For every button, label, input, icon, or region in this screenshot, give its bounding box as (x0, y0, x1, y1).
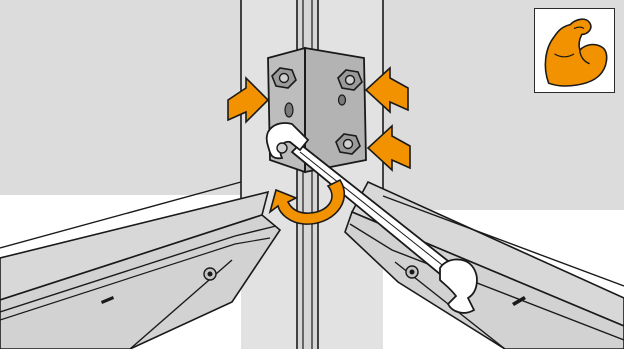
strength-arm-icon (535, 9, 614, 92)
wrench-nut-engaged (277, 143, 287, 153)
right-rail-screw-core (410, 270, 415, 275)
strength-hint-badge (534, 8, 615, 93)
bracket-hole (339, 95, 346, 105)
bracket-right-flange (305, 48, 366, 172)
left-rail-screw-core (208, 272, 213, 277)
bracket-hole (285, 103, 293, 117)
left-back-panel (0, 0, 241, 195)
left-rail (0, 182, 280, 349)
